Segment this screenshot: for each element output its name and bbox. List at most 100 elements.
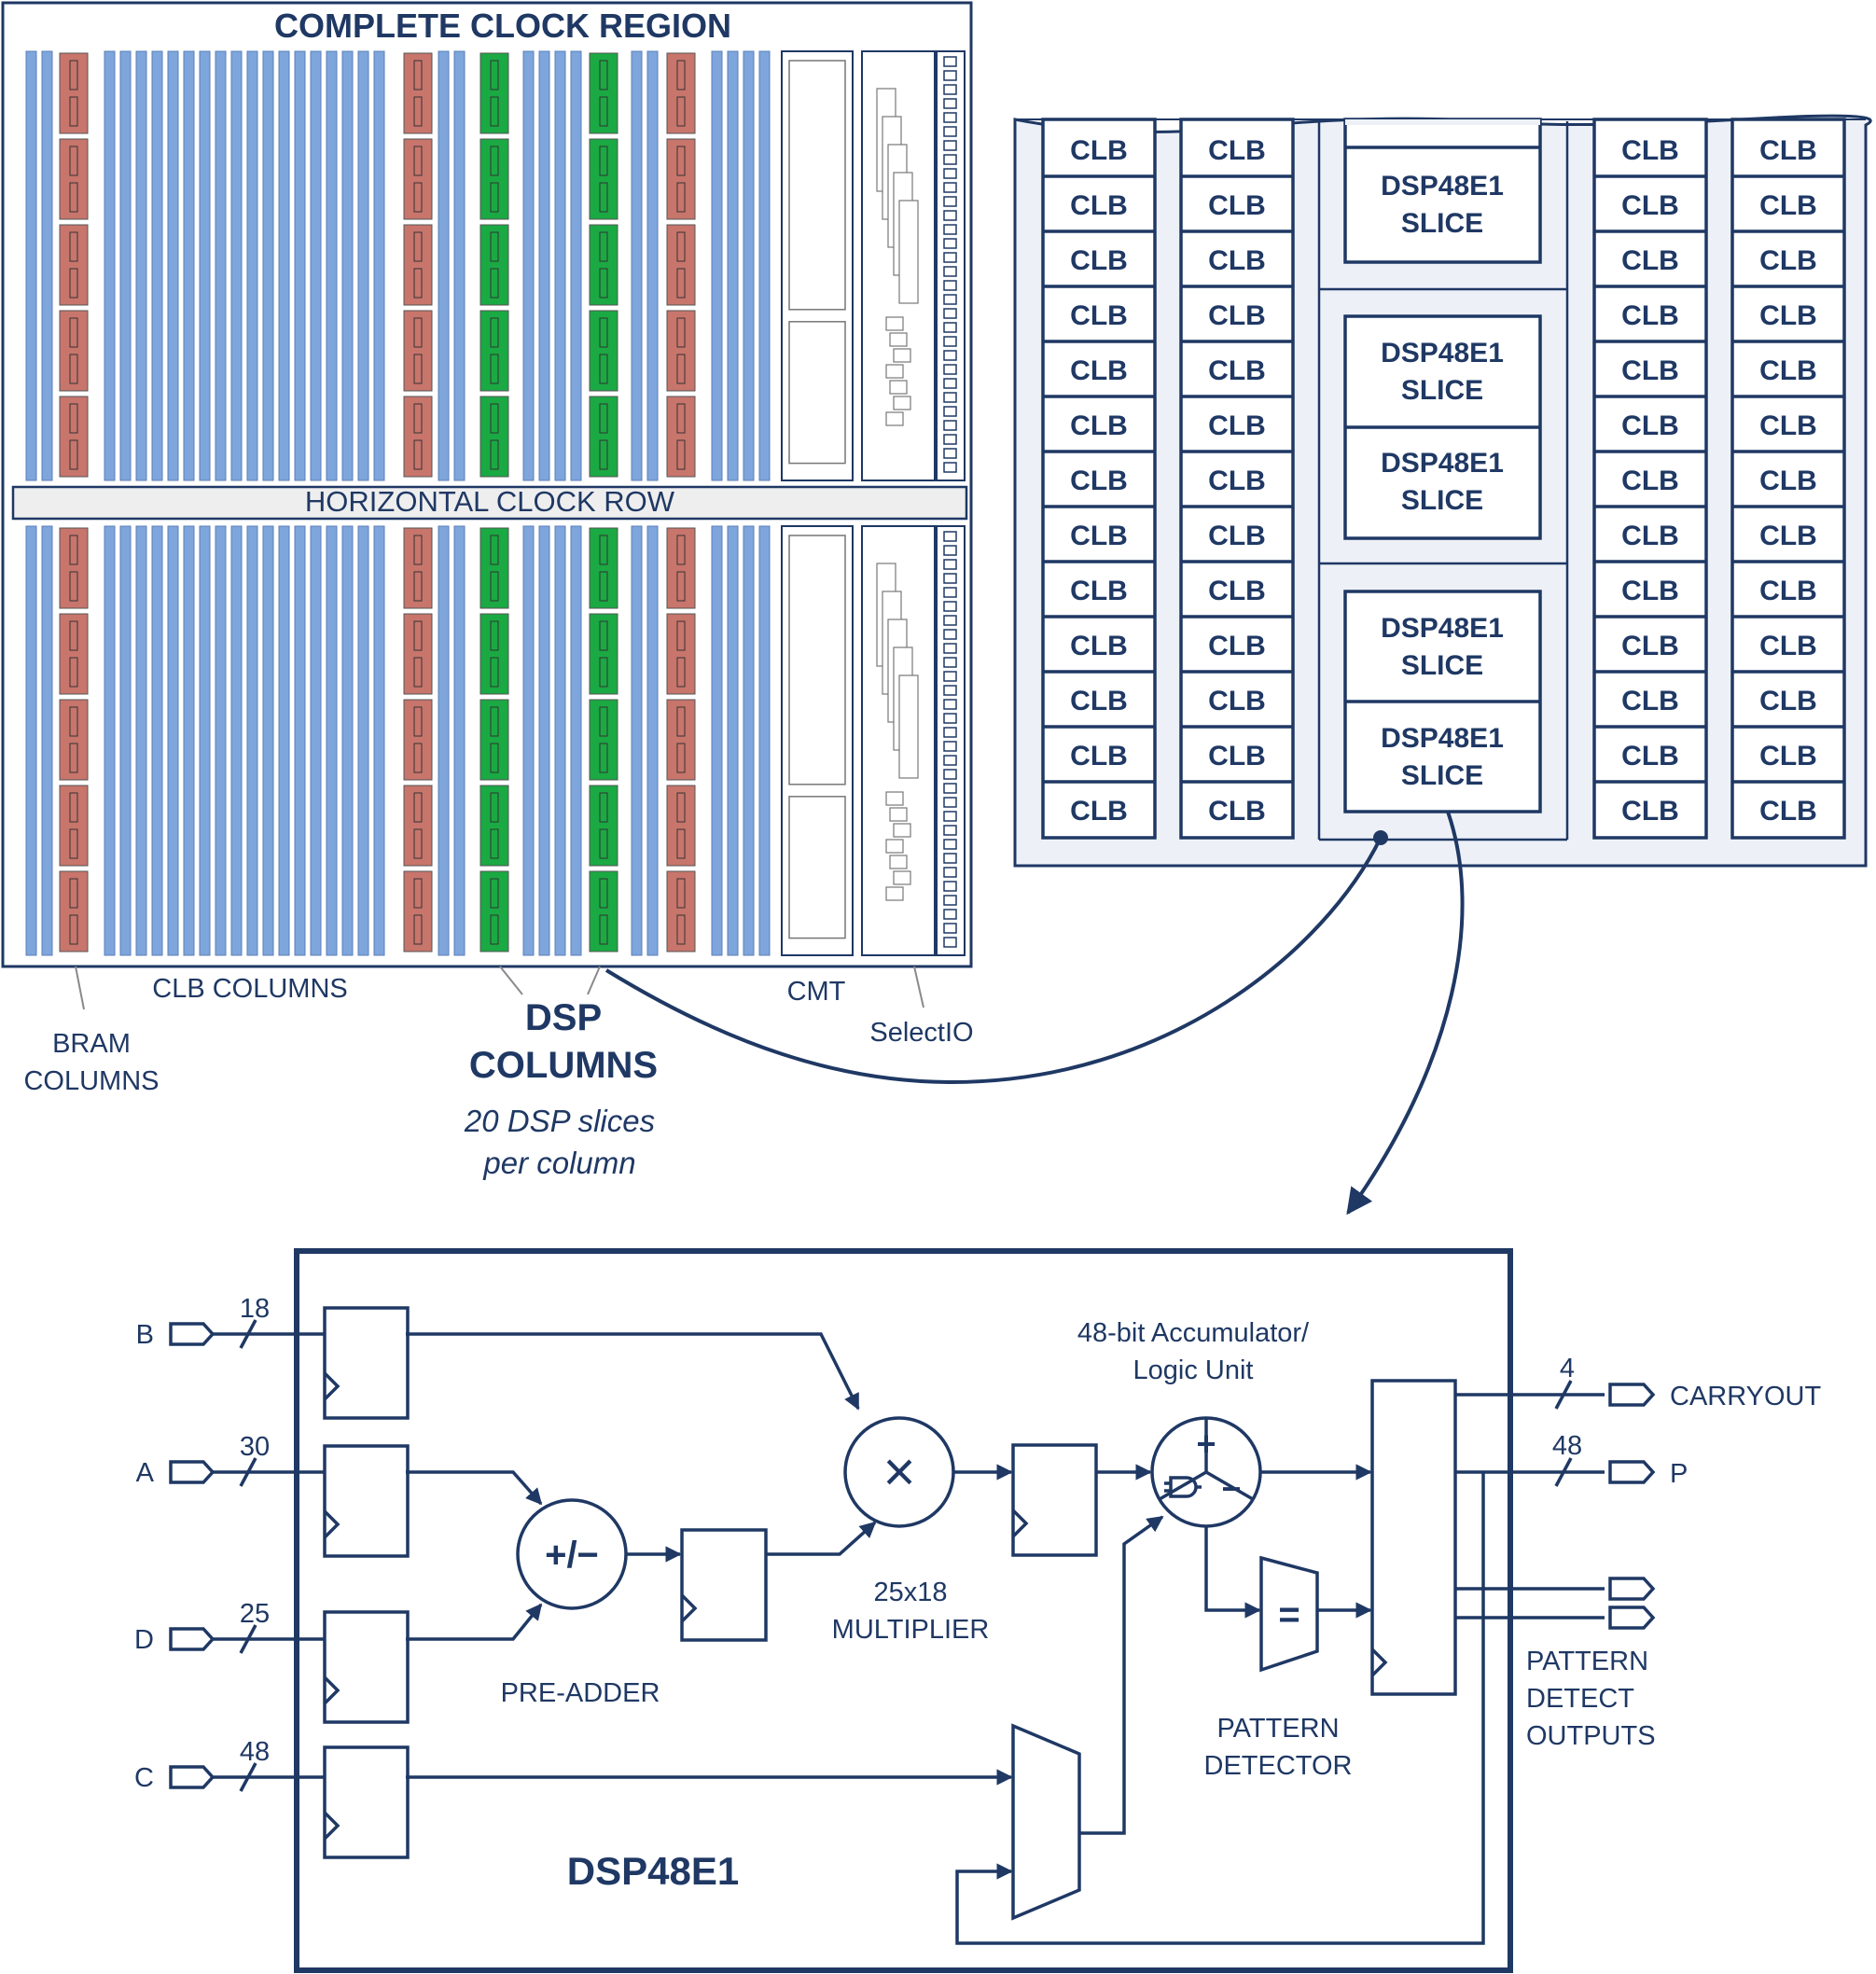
- clb-grid: CLB CLB CLB CLB CLB CLB CLB CLB CLB CLB CLB CLB CLB C…: [1015, 118, 1866, 840]
- clb-column: [570, 525, 582, 956]
- zoom-connector-arrow: [1346, 811, 1465, 1216]
- clb-column: [294, 525, 306, 956]
- p-label: P: [1670, 1459, 1688, 1489]
- bram-tile: [403, 613, 433, 695]
- alu-plus: +: [1196, 1425, 1216, 1463]
- clb-column: [357, 525, 369, 956]
- bram-tile: [666, 396, 696, 478]
- column-detail-view: CLB CLB CLB CLB CLB CLB CLB CLB CLB CLB CLB CLB CLB C…: [1013, 114, 1872, 868]
- clb-column: [151, 50, 163, 481]
- clb-cell-label: CLB: [1759, 245, 1817, 276]
- clb-column: [646, 525, 659, 956]
- dsp-tile: [479, 613, 509, 695]
- clb-cell-label: CLB: [1208, 741, 1266, 772]
- clb-cell-label: CLB: [1759, 190, 1817, 221]
- clb-column: [246, 50, 258, 481]
- clb-column: [25, 50, 37, 481]
- clb-column: [631, 50, 643, 481]
- clb-column: [522, 525, 535, 956]
- input-port-label: D: [134, 1625, 154, 1655]
- clb-cell-label: CLB: [1621, 300, 1679, 331]
- alu-label-1: 48-bit Accumulator/: [1077, 1318, 1310, 1348]
- clb-cell-label: CLB: [1759, 576, 1817, 606]
- clb-cell-label: CLB: [1759, 466, 1817, 496]
- dsp-columns-note-1: 20 DSP slices: [464, 1104, 655, 1138]
- input-registers: [323, 1306, 410, 1859]
- clb-column-detail: [1041, 118, 1157, 840]
- dsp-slice-5-line2: SLICE: [1401, 760, 1483, 791]
- clb-column: [538, 50, 550, 481]
- dsp-tile: [479, 396, 509, 478]
- dsp-tile: [479, 785, 509, 867]
- clb-column: [25, 525, 37, 956]
- clb-column: [631, 525, 643, 956]
- dsp-slice-1-line1: DSP48E1: [1381, 171, 1504, 202]
- dsp-tile: [589, 613, 618, 695]
- dsp-tile: [479, 870, 509, 952]
- cmt-label: CMT: [787, 977, 846, 1007]
- input-port-icon: [169, 1460, 215, 1484]
- clb-cell-label: CLB: [1759, 741, 1817, 772]
- clb-cell-label: CLB: [1208, 355, 1266, 386]
- clb-column: [262, 525, 274, 956]
- clb-column: [278, 50, 290, 481]
- input-port-icon: [169, 1322, 215, 1346]
- clb-column: [294, 50, 306, 481]
- bram-tile: [59, 699, 89, 781]
- clb-column: [522, 50, 535, 481]
- dsp-tile: [589, 138, 618, 220]
- clb-column: [357, 50, 369, 481]
- dsp-tile: [479, 138, 509, 220]
- bram-tile: [59, 310, 89, 392]
- bram-columns-label-2: COLUMNS: [23, 1066, 159, 1096]
- clb-cell-label: CLB: [1621, 741, 1679, 772]
- clb-column: [41, 525, 53, 956]
- alu-logic-gate-icon: [1164, 1476, 1202, 1498]
- clb-cell-label: CLB: [1621, 576, 1679, 606]
- pattern-detect-outputs-3: OUTPUTS: [1526, 1721, 1656, 1751]
- bram-tile: [403, 52, 433, 134]
- clb-cell-label: CLB: [1621, 190, 1679, 221]
- clb-column: [278, 525, 290, 956]
- region-labels: CLB COLUMNS BRAM COLUMNS DSP COLUMNS 20 …: [23, 966, 974, 1180]
- multiplier-register: [1011, 1443, 1098, 1557]
- clb-column: [453, 525, 466, 956]
- pattern-detector-symbol: =: [1278, 1594, 1299, 1635]
- bram-tile: [403, 224, 433, 306]
- input-port-label: A: [136, 1458, 155, 1488]
- clock-region-title: COMPLETE CLOCK REGION: [274, 7, 731, 45]
- dsp-tile: [589, 699, 618, 781]
- input-port-label: B: [136, 1320, 154, 1350]
- bram-columns-label-1: BRAM: [52, 1029, 131, 1059]
- dsp-column-detail: DSP48E1 SLICE DSP48E1 SLICE DSP48E1 SLIC…: [1317, 118, 1569, 841]
- pattern-detector-label-2: DETECTOR: [1204, 1751, 1353, 1781]
- clb-column: [743, 525, 755, 956]
- clb-cell-label: CLB: [1208, 796, 1266, 827]
- clb-column: [183, 50, 195, 481]
- clb-column: [646, 50, 659, 481]
- clb-column: [215, 50, 227, 481]
- clb-cell-label: CLB: [1759, 796, 1817, 827]
- clb-column: [246, 525, 258, 956]
- clb-cell-label: CLB: [1759, 521, 1817, 551]
- multiplier-label-1: 25x18: [873, 1578, 947, 1607]
- clb-column: [230, 50, 243, 481]
- clb-cell-label: CLB: [1208, 521, 1266, 551]
- input-register: [323, 1610, 410, 1724]
- clb-cell-label: CLB: [1759, 300, 1817, 331]
- clb-cell-label: CLB: [1208, 686, 1266, 716]
- dsp48e1-title: DSP48E1: [567, 1849, 739, 1893]
- clb-column-detail: [1592, 118, 1708, 840]
- clb-column: [554, 525, 566, 956]
- dsp-columns-note-2: per column: [482, 1146, 635, 1180]
- clb-cell-label: CLB: [1621, 355, 1679, 386]
- zoom-connector-curve: [604, 830, 1388, 1085]
- bram-tile: [666, 310, 696, 392]
- clb-cell-label: CLB: [1759, 135, 1817, 166]
- bram-tile: [403, 527, 433, 609]
- clb-column: [326, 50, 338, 481]
- bram-tile: [666, 527, 696, 609]
- dsp-slice-4-line2: SLICE: [1401, 650, 1483, 681]
- dsp-tile: [589, 785, 618, 867]
